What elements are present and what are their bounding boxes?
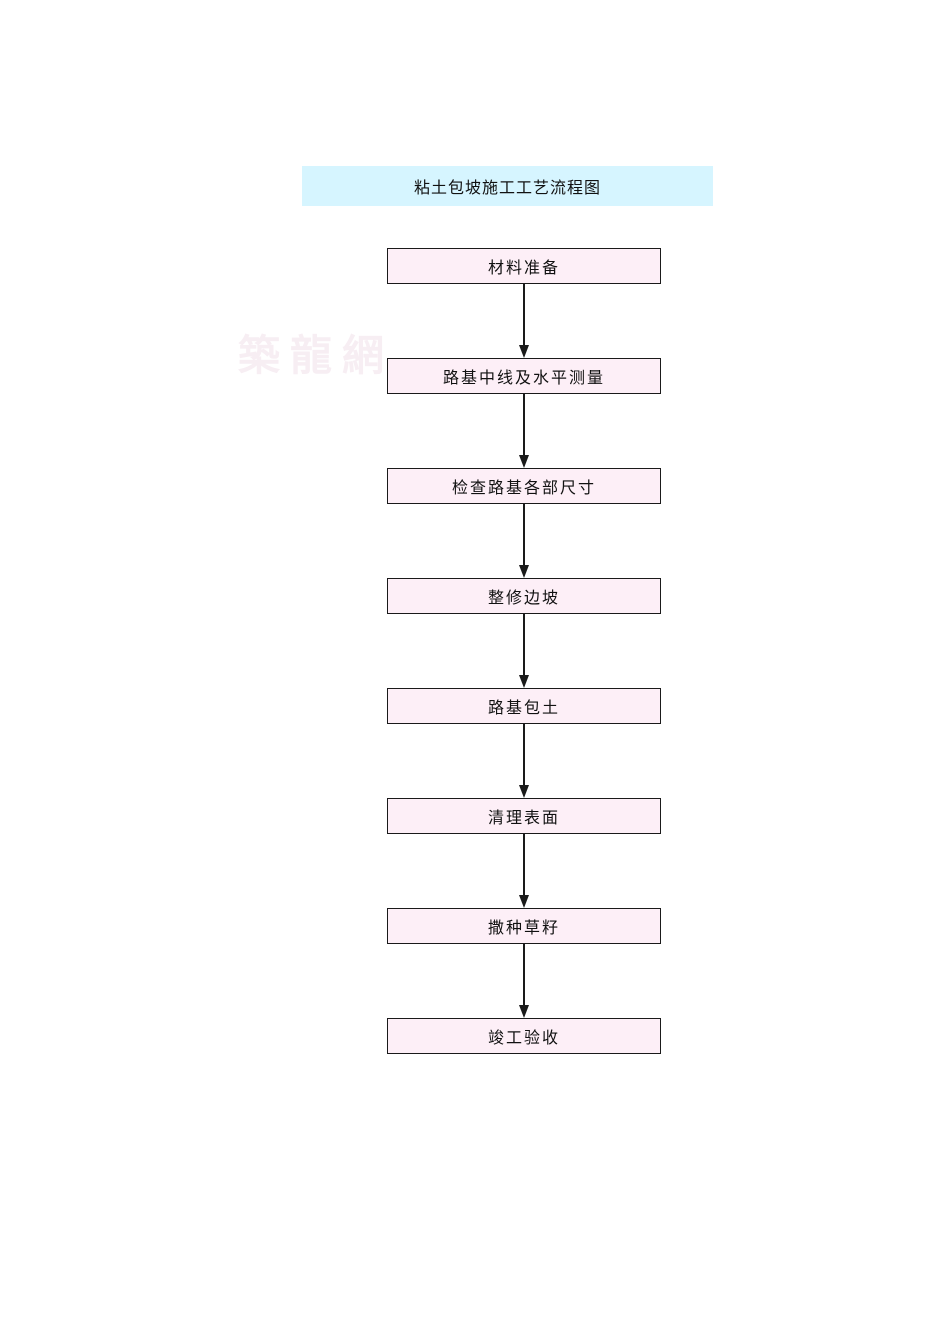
page-title: 粘土包坡施工工艺流程图	[413, 178, 601, 197]
arrow-line	[523, 504, 525, 567]
arrow-line	[523, 394, 525, 457]
arrow-line	[523, 284, 525, 347]
flow-arrow-2-to-3	[387, 394, 661, 468]
watermark-text: 築龍網	[238, 331, 395, 380]
flow-arrow-7-to-8	[387, 944, 661, 1018]
arrow-head-icon	[518, 675, 529, 688]
flow-node-label: 材料准备	[487, 258, 560, 277]
flow-arrow-3-to-4	[387, 504, 661, 578]
arrow-head-icon	[518, 895, 529, 908]
flow-node-step-4: 整修边坡	[387, 578, 661, 614]
flow-node-label: 路基包土	[487, 698, 560, 717]
flow-node-label: 竣工验收	[487, 1028, 560, 1047]
arrow-line	[523, 944, 525, 1007]
arrow-head-icon	[518, 455, 529, 468]
flow-node-step-1: 材料准备	[387, 248, 661, 284]
arrow-line	[523, 724, 525, 787]
title-banner: 粘土包坡施工工艺流程图	[302, 166, 713, 206]
arrow-head-icon	[518, 1005, 529, 1018]
arrow-head-icon	[518, 785, 529, 798]
arrow-line	[523, 834, 525, 897]
flow-arrow-1-to-2	[387, 284, 661, 358]
flow-node-label: 整修边坡	[487, 588, 560, 607]
flow-node-step-3: 检查路基各部尺寸	[387, 468, 661, 504]
flowchart: 材料准备 路基中线及水平测量 检查路基各部尺寸 整修边坡 路基包土	[387, 248, 663, 1054]
arrow-head-icon	[518, 345, 529, 358]
flow-node-step-5: 路基包土	[387, 688, 661, 724]
flow-node-label: 路基中线及水平测量	[442, 368, 605, 387]
flow-node-step-2: 路基中线及水平测量	[387, 358, 661, 394]
flow-arrow-6-to-7	[387, 834, 661, 908]
flow-node-label: 清理表面	[487, 808, 560, 827]
flow-node-step-7: 撒种草籽	[387, 908, 661, 944]
arrow-head-icon	[518, 565, 529, 578]
flow-node-step-6: 清理表面	[387, 798, 661, 834]
flow-node-label: 撒种草籽	[487, 918, 560, 937]
flow-node-step-8: 竣工验收	[387, 1018, 661, 1054]
flow-node-label: 检查路基各部尺寸	[451, 478, 596, 497]
flow-arrow-5-to-6	[387, 724, 661, 798]
flow-arrow-4-to-5	[387, 614, 661, 688]
arrow-line	[523, 614, 525, 677]
